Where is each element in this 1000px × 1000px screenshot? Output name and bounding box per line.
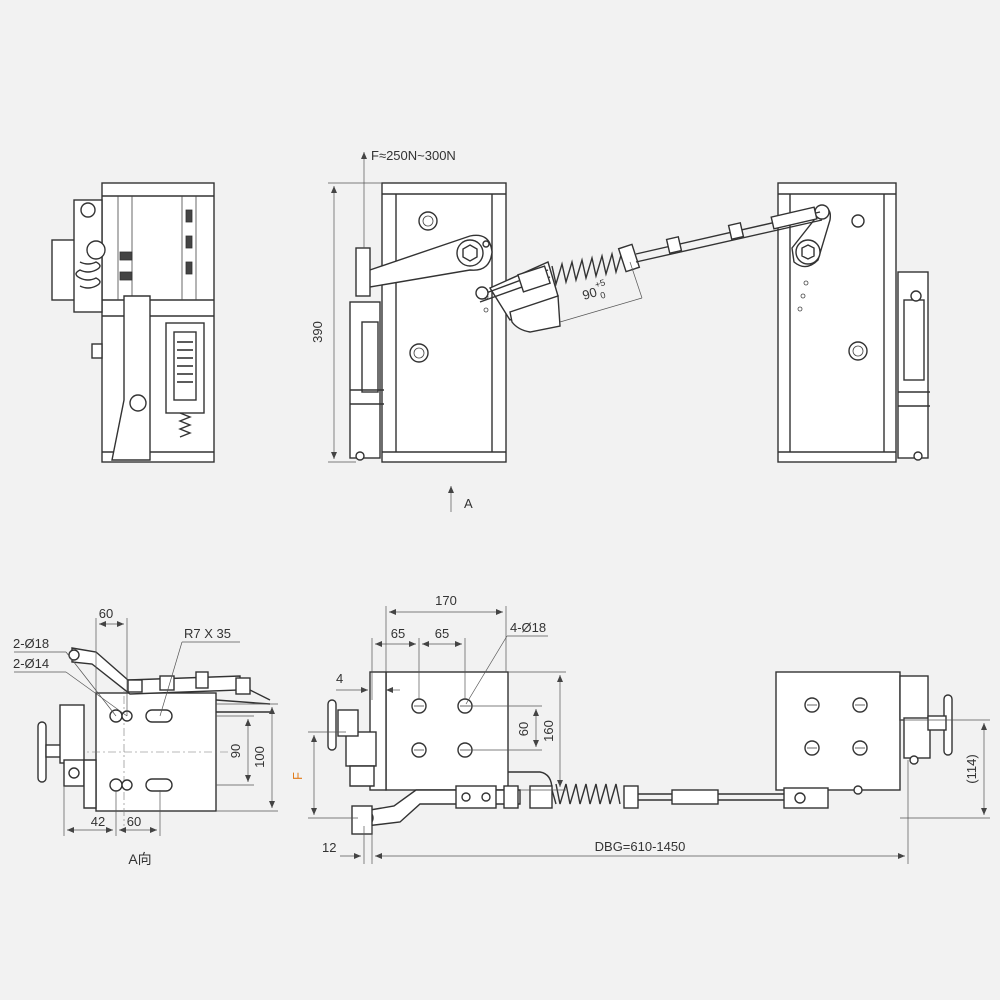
dim-f: F [290, 772, 305, 780]
dim-4: 4 [336, 671, 343, 686]
dim-dbg: DBG=610-1450 [595, 839, 686, 854]
holes-2x14-label: 2-Ø14 [13, 656, 49, 671]
dim-160: 160 [541, 720, 556, 742]
dim-60-bottom: 60 [127, 814, 141, 829]
dim-114: (114) [964, 754, 979, 783]
holes-4x18-label: 4-Ø18 [510, 620, 546, 635]
dim-65-first: 65 [391, 626, 405, 641]
dim-42: 42 [91, 814, 105, 829]
view-a-caption: A向 [128, 851, 151, 867]
angle-base: 90 [580, 284, 598, 303]
angle-tol-lower: 0 [599, 290, 607, 301]
angle-label: 90 +5 0 [580, 277, 607, 303]
front-view-left-unit [349, 182, 507, 463]
dim-60-top: 60 [99, 606, 113, 621]
dim-65-second: 65 [435, 626, 449, 641]
dim-170: 170 [435, 593, 457, 608]
top-linkage [475, 206, 823, 333]
front-view-right-unit [777, 182, 930, 463]
top-view-assembly [327, 671, 953, 835]
dim-60-vertical: 60 [516, 722, 531, 736]
dimension-lines [14, 152, 990, 864]
dim-12: 12 [322, 840, 336, 855]
dim-100: 100 [252, 746, 267, 768]
angle-tol-upper: +5 [594, 277, 607, 290]
view-arrow-label: A [464, 496, 473, 511]
side-view-mechanism [51, 182, 215, 463]
slot-r7-label: R7 X 35 [184, 626, 231, 641]
force-label: F≈250N~300N [371, 148, 456, 163]
dim-390: 390 [310, 321, 325, 343]
dimension-texts: F≈250N~300N 390 A 90 +5 0 170 65 65 4 4-… [13, 148, 979, 867]
view-a-mechanism [37, 647, 271, 826]
holes-2x18-label: 2-Ø18 [13, 636, 49, 651]
dim-90: 90 [228, 744, 243, 758]
